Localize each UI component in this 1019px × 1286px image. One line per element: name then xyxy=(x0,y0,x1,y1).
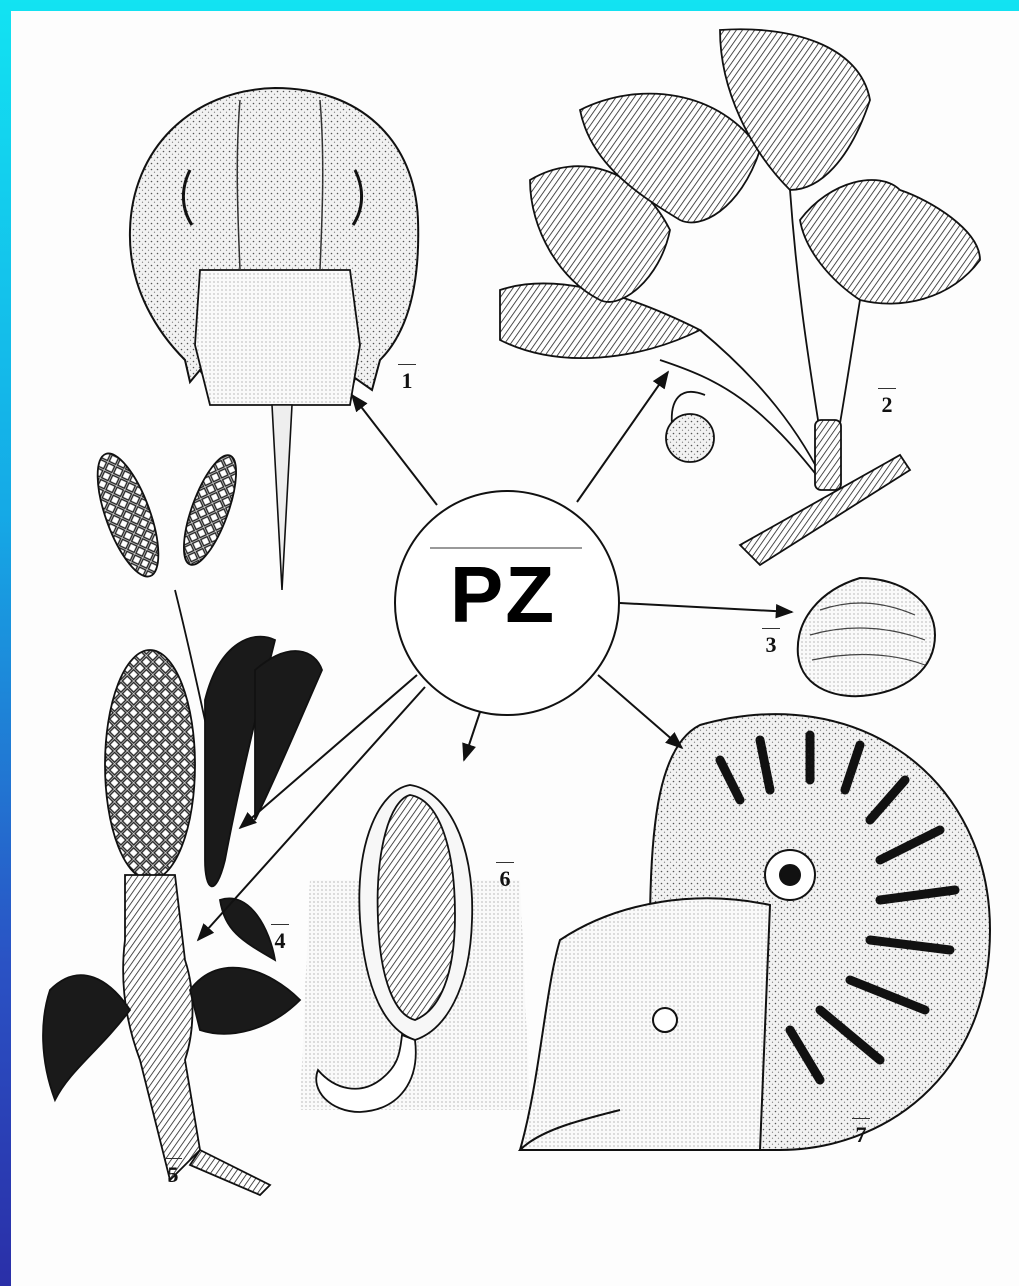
label-3: 3 xyxy=(756,632,786,658)
label-5: 5 xyxy=(158,1162,188,1188)
arrow-to-1 xyxy=(352,395,437,505)
arrow-to-7 xyxy=(598,675,682,748)
label-2: 2 xyxy=(872,392,902,418)
arrow-to-2 xyxy=(577,372,668,502)
arrow-to-6 xyxy=(464,712,480,760)
label-1: 1 xyxy=(392,368,422,394)
label-6: 6 xyxy=(490,866,520,892)
ginkgo-branch-drawing xyxy=(500,29,980,565)
nautilus-drawing xyxy=(520,714,990,1150)
label-7: 7 xyxy=(846,1122,876,1148)
horseshoe-crab-drawing xyxy=(130,88,418,590)
label-4: 4 xyxy=(265,928,295,954)
center-label: PZ xyxy=(438,555,568,635)
arrow-to-3 xyxy=(620,603,792,612)
lingula-drawing xyxy=(300,785,530,1112)
brachiopod-shell-drawing xyxy=(798,578,935,696)
